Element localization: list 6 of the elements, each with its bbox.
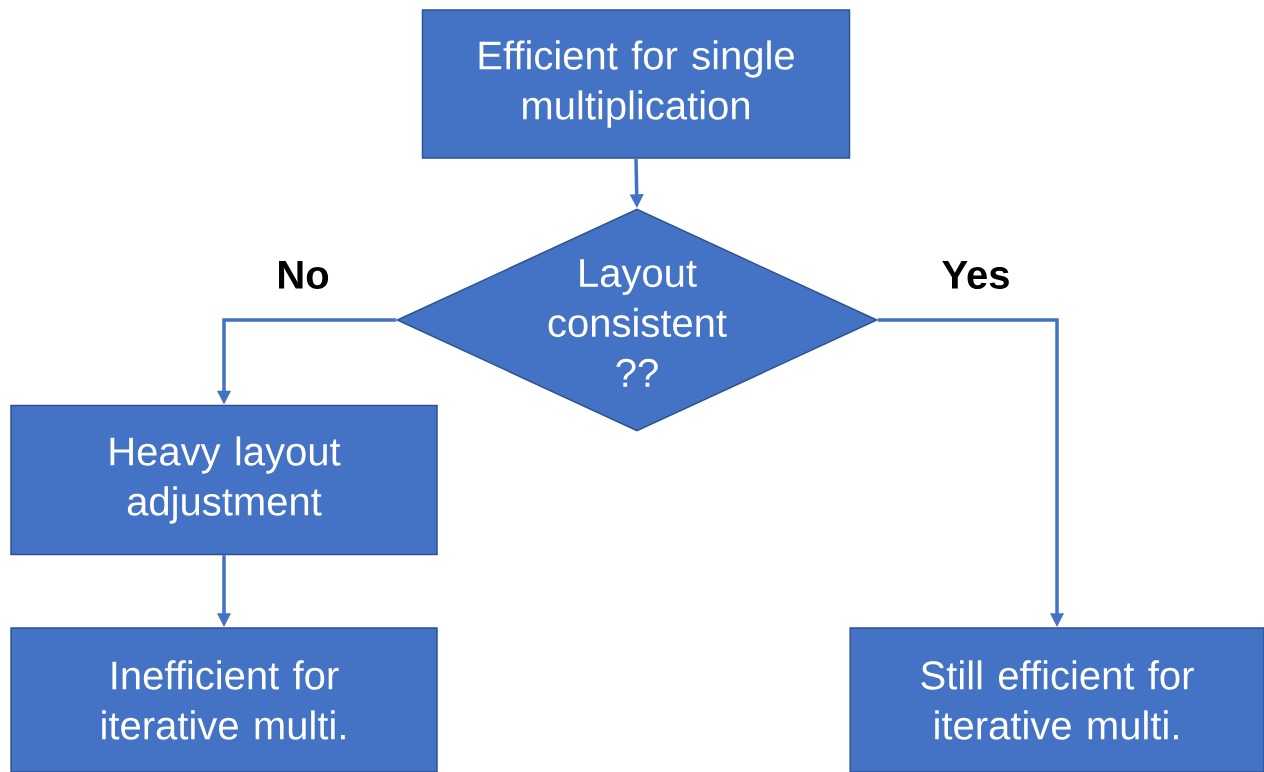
process-box: Inefficient for iterative multi. — [10, 627, 438, 772]
edge-label: No — [274, 259, 332, 291]
process-box: Heavy layout adjustment — [10, 404, 438, 556]
process-box: Efficient for single multiplication — [421, 9, 851, 159]
edge-label: Yes — [939, 259, 1013, 291]
process-box: Still efficient for iterative multi. — [849, 627, 1264, 772]
